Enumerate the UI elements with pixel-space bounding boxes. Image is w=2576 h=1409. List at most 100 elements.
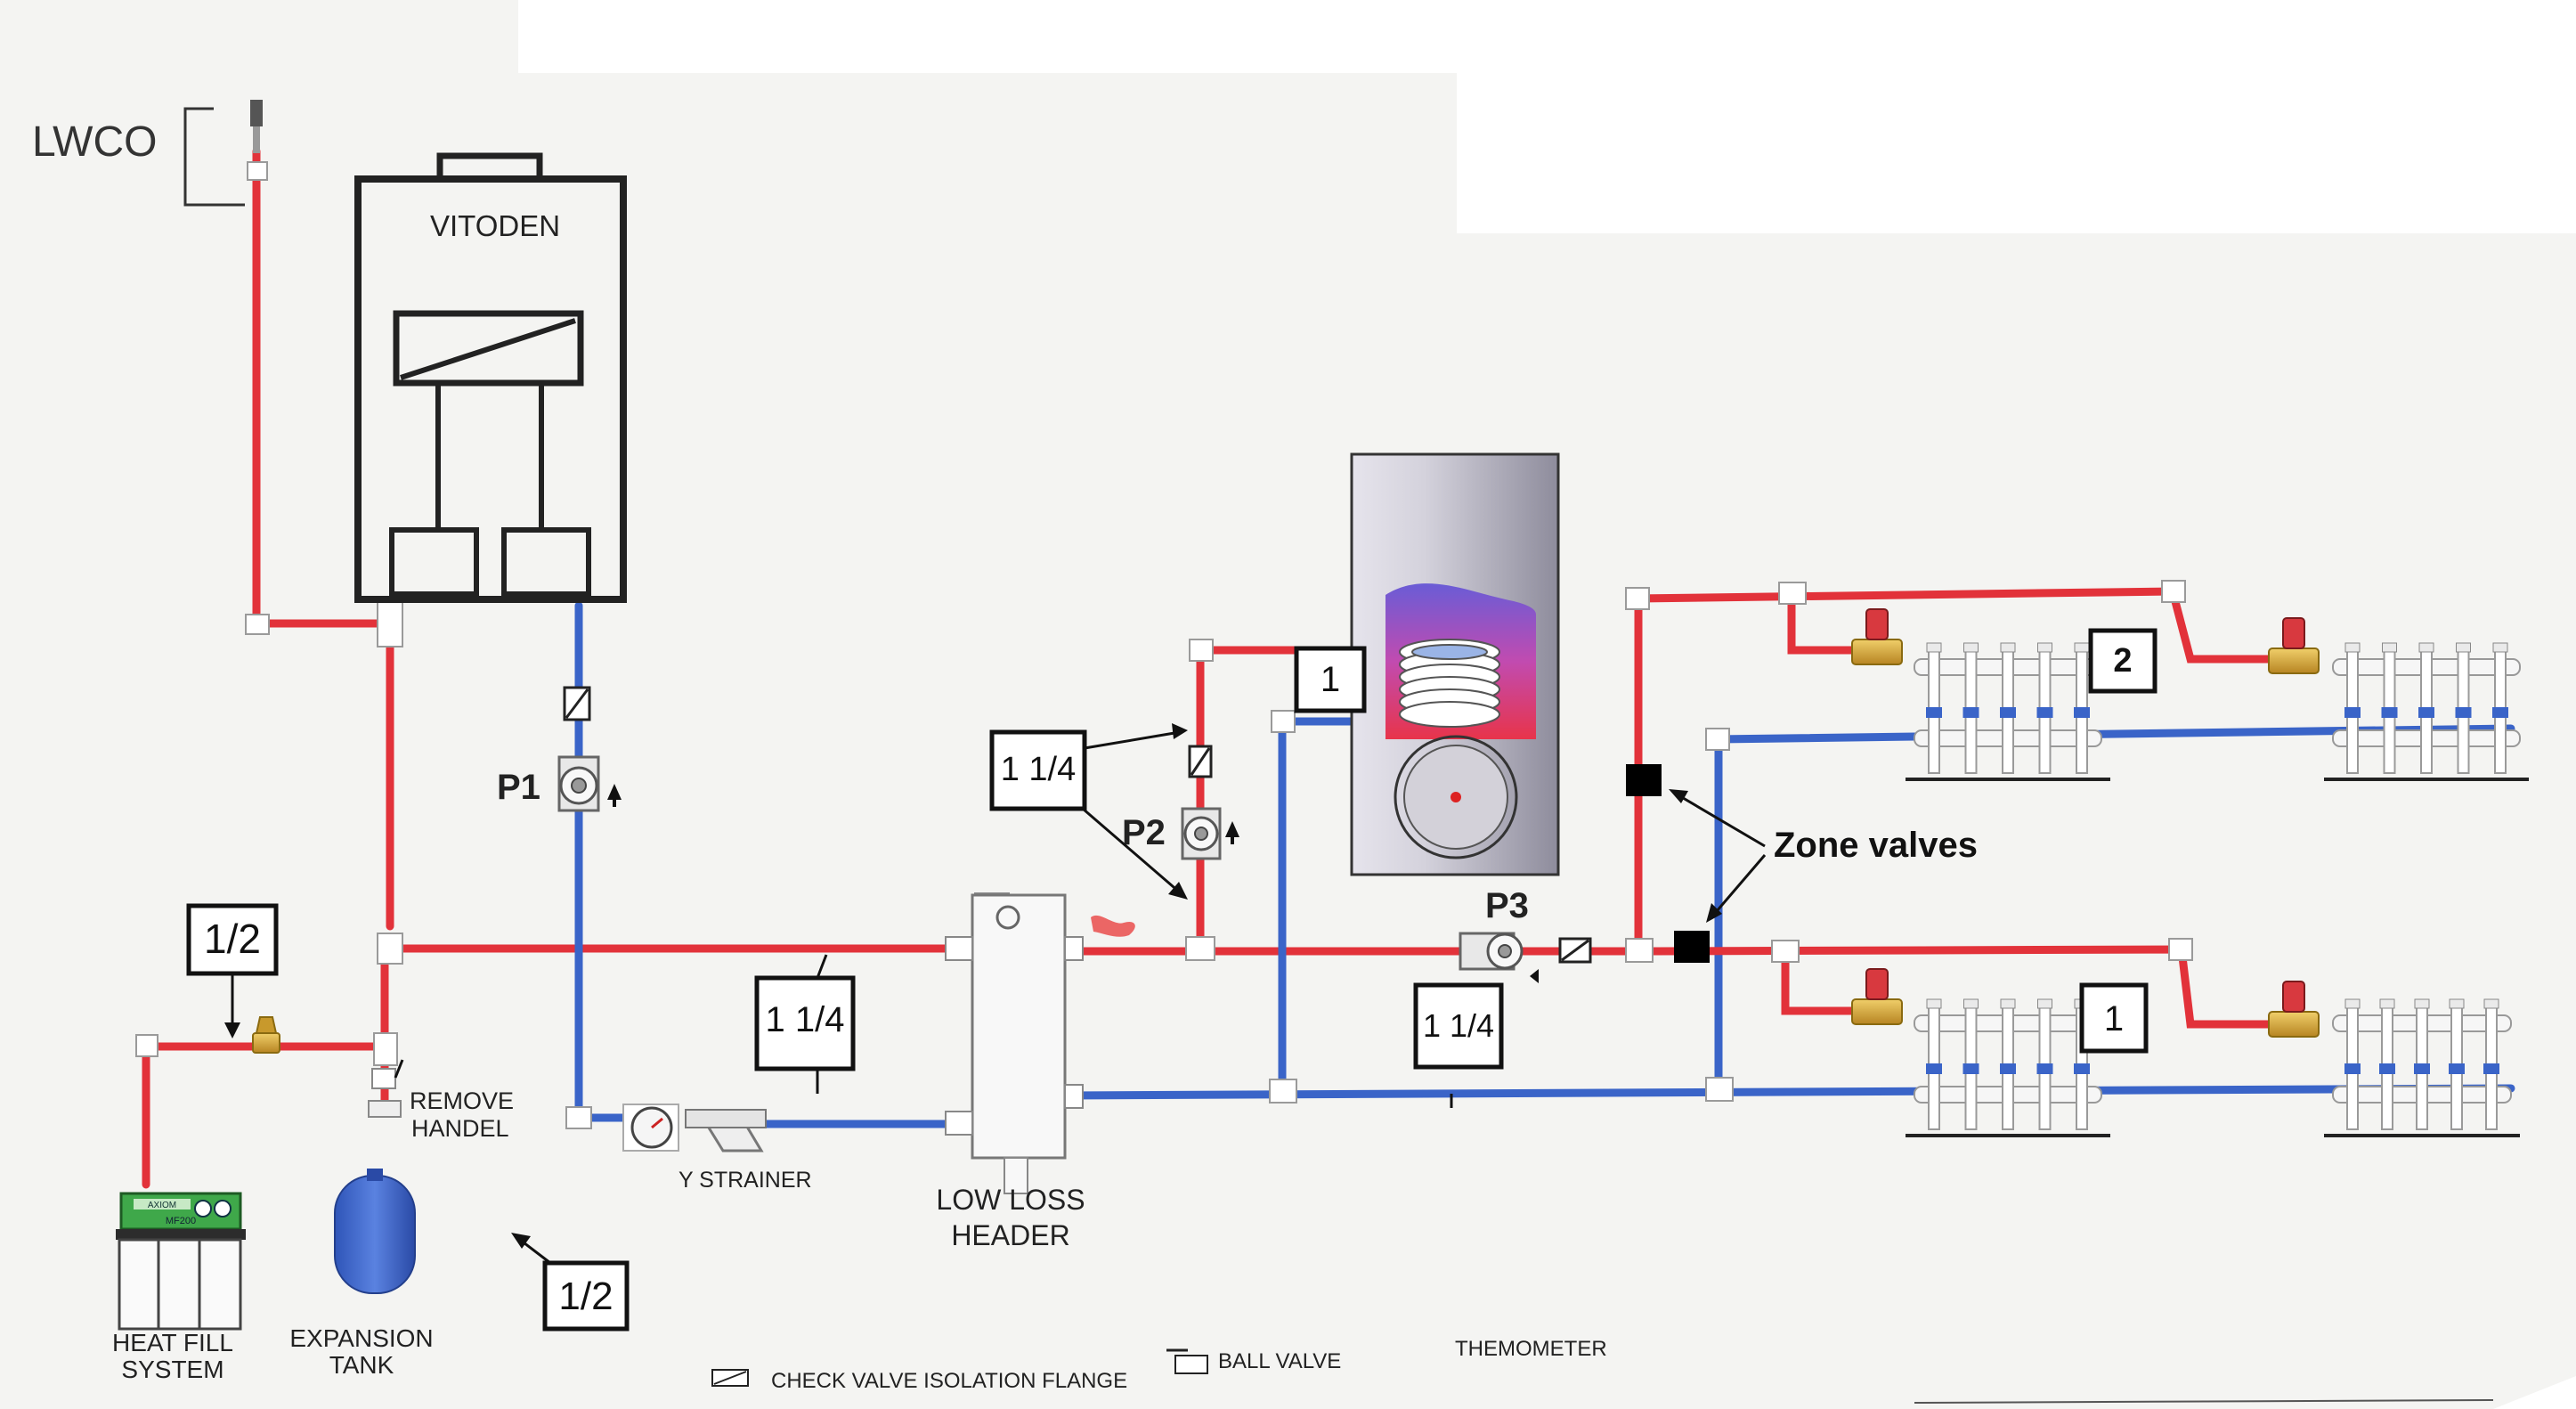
check-valve-legend-slash: [713, 1371, 747, 1385]
manifold-flow-meter: [2449, 1063, 2465, 1074]
pump-p3-label: P3: [1485, 886, 1529, 925]
zone1-branch-pipe: [1781, 947, 1857, 1015]
callout-pointer: [1082, 807, 1181, 894]
manifold-loop-cap: [2379, 998, 2395, 1009]
gauge-needle: [651, 1117, 663, 1129]
fitting-tee: [1771, 940, 1800, 963]
y-strainer-label: Y STRAINER: [679, 1168, 812, 1193]
fitting-elbow: [1705, 728, 1730, 751]
check-valve-slash: [1190, 747, 1211, 776]
fill-valve-bonnet: [255, 1016, 278, 1034]
llh-port: [1064, 1084, 1084, 1109]
callout-box-manifold-upper: [2088, 628, 2158, 694]
lwco-bracket: [183, 107, 245, 207]
fitting-elbow: [135, 1034, 158, 1057]
manifold-flow-meter: [1962, 707, 1979, 718]
pipe-size-callouts: 1/2 1/2 1 1/4 1 1/4 1 1/4 1 2 1: [186, 628, 2158, 1332]
manifold-flow-meter: [2000, 1063, 2016, 1074]
fitting-elbow: [1625, 587, 1650, 610]
callout-primary-supply: 1 1/4: [766, 1000, 845, 1039]
fitting-tee: [1778, 582, 1807, 605]
manifold-flow-meter: [2483, 1063, 2499, 1074]
fitting-elbow: [245, 614, 270, 635]
manifold-flow-meter: [1962, 1063, 1979, 1074]
valve-actuator-icon: [1865, 608, 1889, 640]
radiant-manifolds: [1851, 608, 2529, 1137]
fitting-tee: [1705, 1077, 1734, 1102]
boiler-component: [389, 527, 479, 597]
manifold-loop-cap: [2037, 998, 2052, 1009]
manifold-loop-cap: [2344, 642, 2361, 653]
expansion-connector: [368, 1100, 402, 1118]
fill-unit-brand: AXIOM: [148, 1201, 176, 1210]
zone-valve-lower: [1674, 931, 1710, 963]
fill-unit-model: MF200: [166, 1216, 196, 1226]
fill-valve-body: [252, 1032, 280, 1054]
arrowhead-icon: [1669, 789, 1688, 803]
heat-fill-system: AXIOM MF200 HEAT FILL SYSTEM: [112, 1016, 280, 1383]
zone-valve-pointer: [1710, 854, 1767, 918]
callout-manifold-lower: 1: [2104, 999, 2124, 1038]
legend-ball-valve: BALL VALVE: [1218, 1349, 1341, 1373]
boiler-heat-exchanger: [393, 310, 584, 387]
fitting-tee: [373, 1032, 398, 1066]
legend-check-valve: CHECK VALVE ISOLATION FLANGE: [771, 1369, 1127, 1393]
page-edge-line: [1914, 1399, 2494, 1404]
callout-box-indirect-loop: [989, 729, 1087, 811]
callout-indirect-tank: 1: [1321, 660, 1340, 699]
boiler-hx-diagonal: [400, 318, 576, 380]
callout-box-expansion-line: [542, 1260, 630, 1332]
pump-p1-label: P1: [497, 768, 540, 807]
arrowhead-icon: [511, 1233, 531, 1249]
boiler-label: VITODEN: [430, 209, 560, 242]
manifold-loop-cap: [2344, 998, 2361, 1009]
ink-smudge: [1091, 915, 1135, 937]
pipe-fittings: [135, 161, 2193, 1129]
pump-impeller-icon: [1194, 827, 1208, 841]
zone-actuator-valve: [2268, 1011, 2320, 1038]
manifold-flow-meter: [2036, 1063, 2053, 1074]
fitting-elbow: [565, 1106, 592, 1129]
flow-arrow-icon: [1225, 821, 1239, 837]
zone-valves: Zone valves: [1626, 764, 1978, 963]
tank-sensor-icon: [1451, 792, 1461, 802]
check-valve-slash: [565, 688, 589, 719]
llh-port: [945, 936, 973, 961]
boiler-vitodens: VITODEN: [354, 152, 627, 603]
ball-valve-icon: [371, 1068, 396, 1089]
secondary-return-pipe: [1064, 1084, 2515, 1100]
callout-fill-line: 1/2: [204, 916, 261, 962]
legend-thermometer: THEMOMETER: [1455, 1337, 1607, 1361]
manifold-flow-meter: [1926, 707, 1942, 718]
manifold-loop-cap: [2074, 642, 2090, 653]
manifold-loop-cap: [2483, 998, 2499, 1009]
manifold-loop-cap: [2037, 642, 2052, 653]
arrowhead-icon: [1172, 723, 1188, 739]
fill-label-line2: SYSTEM: [121, 1356, 223, 1383]
expansion-tank: EXPANSION TANK: [289, 1059, 434, 1379]
zone-valve-upper: [1626, 764, 1662, 796]
manifold-loop-cap: [2382, 642, 2397, 653]
tank-cold-zone-icon: [1394, 735, 1518, 859]
callout-box-zone-main: [1413, 982, 1504, 1070]
low-loss-header: LOW LOSS HEADER: [936, 892, 1085, 1251]
callout-tick: [816, 954, 828, 979]
callout-indirect-loop: 1 1/4: [1001, 751, 1077, 788]
callout-expansion-line: 1/2: [558, 1275, 613, 1318]
expansion-tank-neck: [367, 1169, 383, 1181]
zone-valves-label: Zone valves: [1774, 826, 1978, 865]
llh-body: [971, 893, 1067, 1160]
pump-impeller-icon: [571, 778, 587, 794]
fitting-tee: [1625, 938, 1654, 963]
manifold-loop-cap: [2000, 642, 2016, 653]
zone-valve-pointer: [1673, 791, 1766, 848]
y-strainer-body: [685, 1109, 767, 1128]
manifold-loop-cap: [2414, 998, 2430, 1009]
y-strainer-and-gauge: Y STRAINER: [622, 1104, 812, 1193]
arrowhead-icon: [1706, 903, 1722, 923]
remove-handle-line2: HANDEL: [411, 1115, 509, 1142]
manifold-loop-cap: [1926, 642, 1942, 653]
fill-unit-base: [116, 1229, 246, 1240]
circulator-pump-p1: P1: [497, 686, 622, 812]
